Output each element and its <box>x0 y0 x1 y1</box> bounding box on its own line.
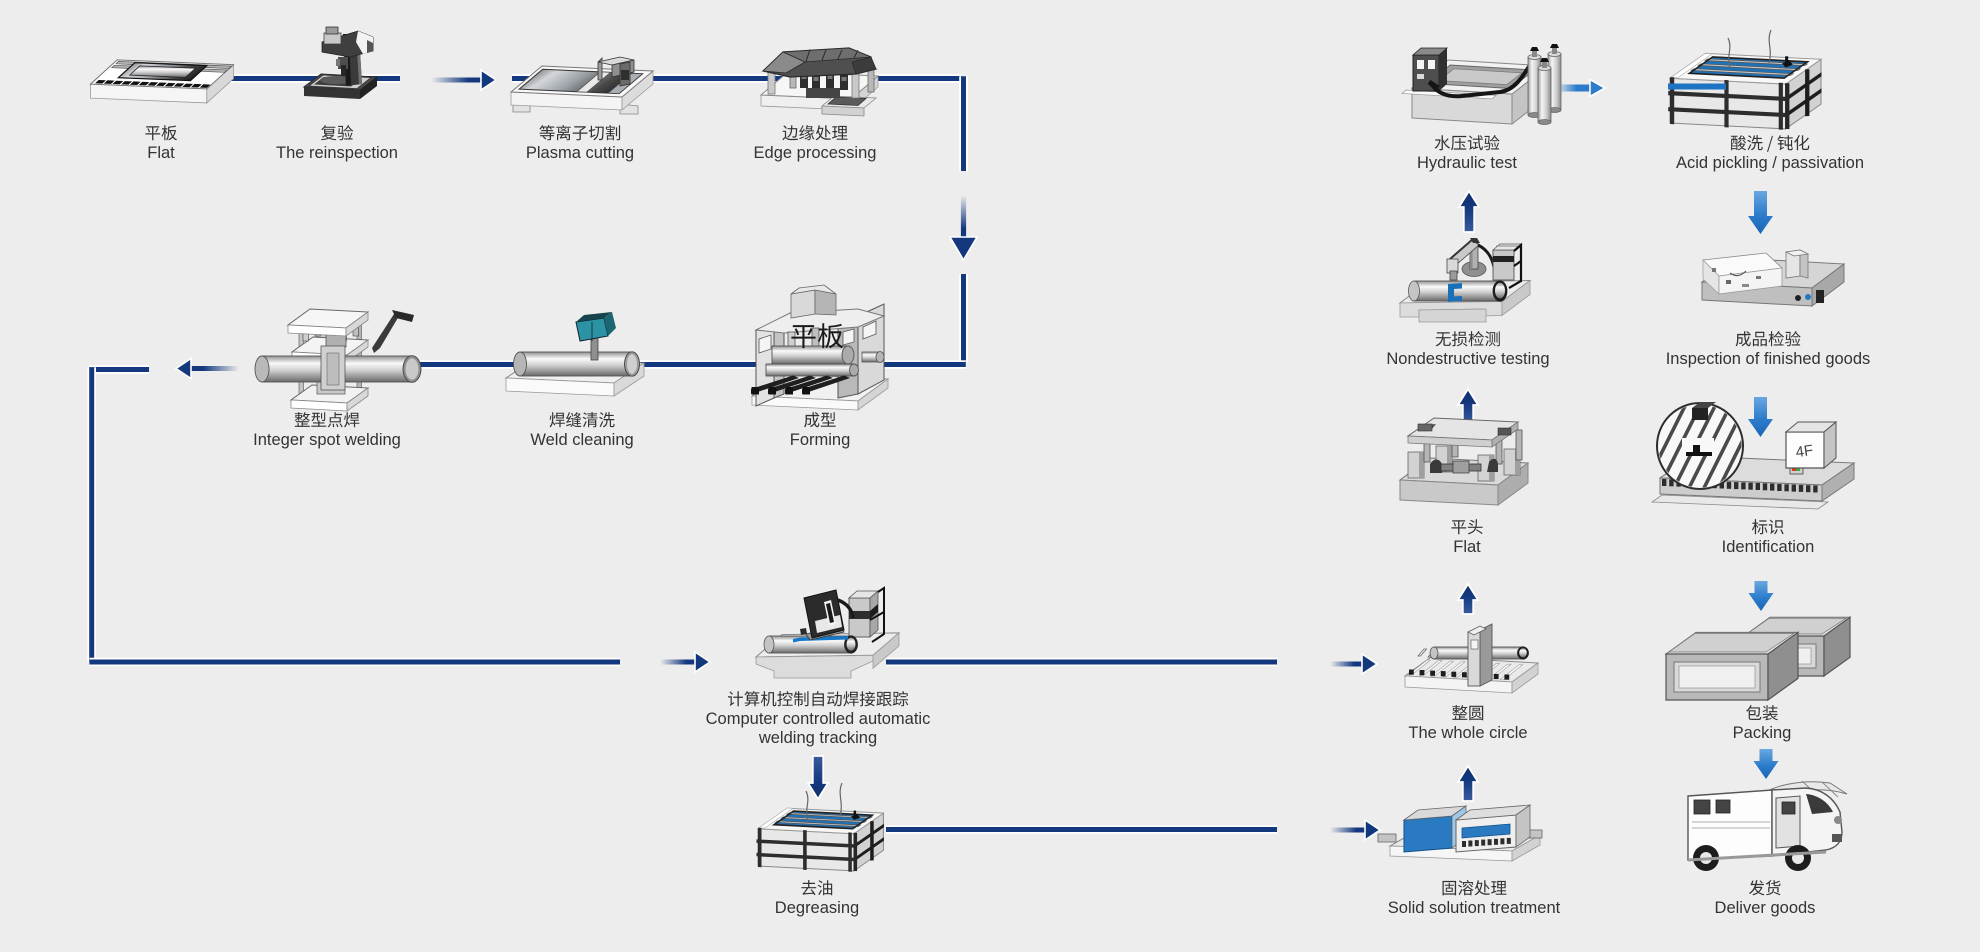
svg-text:Nondestructive testing: Nondestructive testing <box>1386 350 1549 368</box>
svg-text:The reinspection: The reinspection <box>276 144 398 162</box>
svg-text:Solid solution treatment: Solid solution treatment <box>1388 899 1561 917</box>
svg-text:Packing: Packing <box>1733 724 1792 742</box>
svg-text:Acid pickling / passivation: Acid pickling / passivation <box>1676 154 1864 172</box>
svg-text:Flat: Flat <box>147 144 175 162</box>
svg-text:welding tracking: welding tracking <box>758 729 877 747</box>
svg-text:Edge processing: Edge processing <box>754 144 877 162</box>
svg-text:Plasma cutting: Plasma cutting <box>526 144 634 162</box>
svg-text:Degreasing: Degreasing <box>775 899 859 917</box>
svg-text:4F: 4F <box>1795 442 1815 461</box>
svg-text:Deliver goods: Deliver goods <box>1715 899 1816 917</box>
svg-text:Forming: Forming <box>790 431 851 449</box>
svg-text:Inspection of finished goods: Inspection of finished goods <box>1666 350 1871 368</box>
svg-text:Hydraulic test: Hydraulic test <box>1417 154 1517 172</box>
svg-text:Integer spot welding: Integer spot welding <box>253 431 401 449</box>
svg-text:Flat: Flat <box>1453 538 1481 556</box>
svg-text:Computer controlled automatic: Computer controlled automatic <box>706 710 931 728</box>
svg-text:Weld cleaning: Weld cleaning <box>530 431 633 449</box>
svg-text:The whole circle: The whole circle <box>1408 724 1527 742</box>
svg-text:Identification: Identification <box>1722 538 1815 556</box>
